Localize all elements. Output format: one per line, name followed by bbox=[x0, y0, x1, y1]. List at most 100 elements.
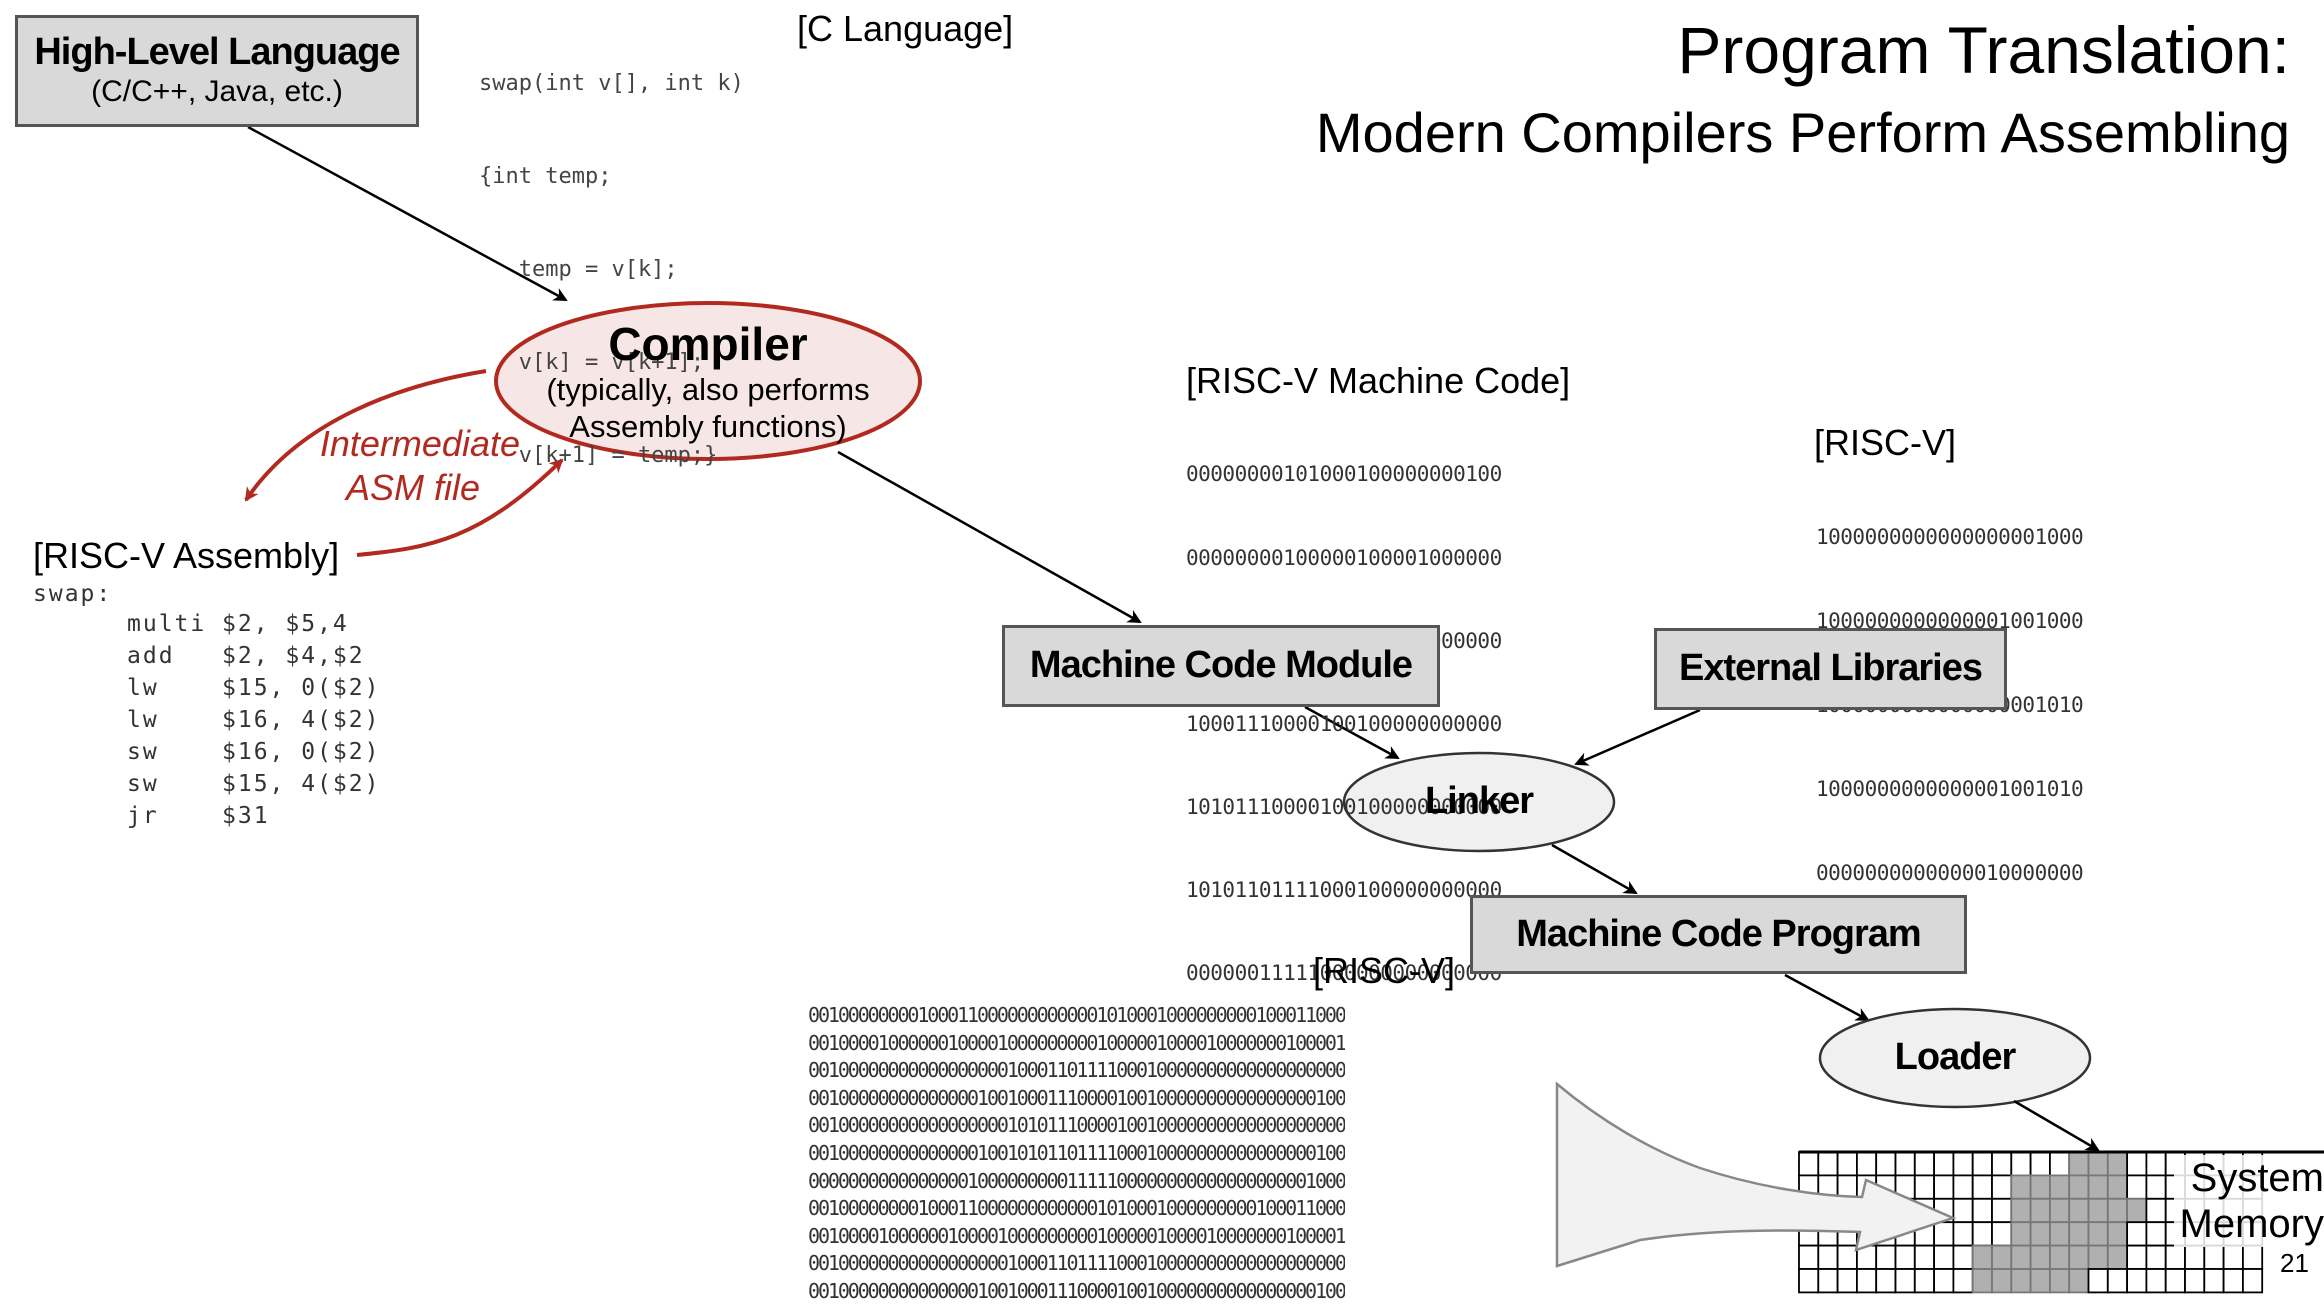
riscv-machine-code-label: [RISC-V Machine Code] bbox=[1186, 360, 1571, 401]
memory-cell-occupied bbox=[2029, 1244, 2051, 1270]
memory-cell-occupied bbox=[1991, 1244, 2013, 1270]
memory-cell-occupied bbox=[2010, 1174, 2032, 1200]
loader-label-wrap: Loader bbox=[1820, 1009, 2090, 1107]
assembly-opcode: jr bbox=[127, 803, 159, 829]
memory-cell bbox=[1798, 1244, 1820, 1270]
machine-code-line: 10001110000100100000000000 bbox=[1186, 711, 1502, 736]
memory-cell-occupied bbox=[2048, 1244, 2071, 1270]
memory-cell-occupied bbox=[2106, 1221, 2129, 1247]
machine-code-module-label: Machine Code Module bbox=[1029, 644, 1413, 687]
memory-cell bbox=[2241, 1268, 2264, 1294]
memory-cell bbox=[1971, 1174, 1993, 1200]
intermediate-asm-label: Intermediate ASM file bbox=[290, 422, 520, 510]
memory-cell bbox=[1875, 1244, 1897, 1270]
high-level-language-box[interactable]: High-Level Language (C/C++, Java, etc.) bbox=[15, 15, 419, 127]
external-code-line: 1000000000000001001010 bbox=[1816, 777, 2084, 801]
load-into-memory-arrow bbox=[1555, 1081, 1957, 1268]
program-code-line: 0010000000000000010010101101111000100000… bbox=[808, 1140, 1345, 1165]
c-code-line: v[k] = v[k+1]; bbox=[479, 350, 705, 375]
program-code-line: 0010000000000000010010001110000100100000… bbox=[808, 1085, 1345, 1110]
compiler-desc-line2: Assembly functions) bbox=[569, 409, 847, 444]
program-code-line: 0010000000000000010010001110000100100000… bbox=[808, 1278, 1345, 1303]
slide-title: Program Translation: bbox=[1677, 13, 2290, 87]
linker-node[interactable] bbox=[1342, 751, 1616, 853]
memory-cell bbox=[2048, 1151, 2071, 1177]
memory-cell bbox=[1991, 1221, 2013, 1247]
memory-cell-occupied bbox=[2087, 1197, 2109, 1224]
memory-cell-occupied bbox=[2048, 1174, 2071, 1200]
compiler-node[interactable] bbox=[494, 301, 922, 461]
memory-cell-occupied bbox=[2068, 1174, 2090, 1200]
memory-cell bbox=[2126, 1268, 2148, 1294]
memory-cell-occupied bbox=[2048, 1268, 2071, 1294]
memory-cell bbox=[2087, 1268, 2109, 1294]
high-level-language-subtitle: (C/C++, Java, etc.) bbox=[91, 74, 343, 108]
memory-cell bbox=[2184, 1244, 2206, 1270]
memory-cell bbox=[1933, 1268, 1955, 1294]
assembly-args: $15, 0($2) bbox=[222, 675, 381, 701]
memory-cell-occupied bbox=[2068, 1197, 2090, 1224]
memory-cell bbox=[1817, 1151, 1839, 1177]
memory-cell bbox=[2145, 1151, 2167, 1177]
program-code-block: 0010000000010001100000000000010100010000… bbox=[808, 1002, 1345, 1306]
memory-cell bbox=[1894, 1244, 1916, 1270]
assembly-opcode: sw bbox=[127, 771, 159, 797]
memory-cell-occupied bbox=[2068, 1244, 2090, 1270]
memory-cell bbox=[1933, 1244, 1955, 1270]
assembly-line: jr $31 bbox=[127, 800, 380, 832]
external-libraries-label: External Libraries bbox=[1678, 647, 1983, 690]
intermediate-line1: Intermediate bbox=[319, 423, 520, 464]
linker-label-wrap: Linker bbox=[1344, 753, 1614, 851]
memory-cell bbox=[1971, 1197, 1993, 1224]
assembly-args: $16, 0($2) bbox=[222, 739, 381, 765]
memory-cell bbox=[2145, 1244, 2167, 1270]
memory-cell bbox=[1856, 1268, 1878, 1294]
c-language-label: [C Language] bbox=[797, 8, 1014, 49]
memory-cell-occupied bbox=[2087, 1244, 2109, 1270]
memory-cell bbox=[1913, 1268, 1936, 1294]
memory-cell-occupied bbox=[2106, 1151, 2129, 1177]
external-code-line: 0000000000000010000000 bbox=[1816, 861, 2084, 885]
loader-node[interactable] bbox=[1818, 1007, 2092, 1109]
program-code-line: 0010000000010001100000000000010100010000… bbox=[808, 1196, 1345, 1221]
machine-code-program-box[interactable]: Machine Code Program bbox=[1470, 895, 1967, 974]
memory-cell bbox=[1952, 1197, 1974, 1224]
arrow-highlevel-to-compiler bbox=[247, 125, 568, 302]
external-libraries-box[interactable]: External Libraries bbox=[1654, 628, 2007, 710]
memory-cell-occupied bbox=[2048, 1221, 2071, 1247]
memory-cell-occupied bbox=[2087, 1174, 2109, 1200]
memory-cell-occupied bbox=[2126, 1197, 2148, 1224]
memory-cell bbox=[2203, 1268, 2225, 1294]
c-code-line: temp = v[k]; bbox=[479, 257, 678, 282]
compiler-label: Compiler (typically, also performs Assem… bbox=[496, 303, 920, 459]
memory-cell bbox=[1913, 1244, 1936, 1270]
riscv-assembly-label: [RISC-V Assembly] bbox=[33, 535, 340, 576]
memory-cell bbox=[1971, 1221, 1993, 1247]
assembly-args: $31 bbox=[222, 803, 270, 829]
c-code-block: swap(int v[], int k) {int temp; temp = v… bbox=[479, 6, 744, 502]
memory-cell bbox=[1836, 1151, 1858, 1177]
machine-code-module-box[interactable]: Machine Code Module bbox=[1002, 625, 1440, 707]
assembly-line: sw$15, 4($2) bbox=[127, 768, 380, 800]
program-code-line: 0010000100000010000100000000010000010000… bbox=[808, 1223, 1345, 1248]
memory-cell bbox=[2145, 1174, 2167, 1200]
memory-cell bbox=[1991, 1151, 2013, 1177]
memory-cell bbox=[1836, 1244, 1858, 1270]
assembly-opcode: multi bbox=[127, 611, 207, 637]
memory-cell bbox=[1952, 1244, 1974, 1270]
program-code-line: 0010000000010001100000000000010100010000… bbox=[808, 1003, 1345, 1027]
external-riscv-label: [RISC-V] bbox=[1814, 422, 1957, 463]
memory-cell bbox=[2164, 1244, 2186, 1270]
memory-cell-occupied bbox=[2087, 1221, 2109, 1247]
memory-cell bbox=[1856, 1151, 1878, 1177]
assembly-line: add$2, $4,$2 bbox=[127, 640, 380, 672]
memory-cell bbox=[1798, 1268, 1820, 1294]
slide-number: 21 bbox=[2280, 1248, 2309, 1278]
memory-cell bbox=[1933, 1174, 1955, 1200]
memory-cell bbox=[1991, 1197, 2013, 1224]
memory-cell bbox=[1933, 1151, 1955, 1177]
arrow-compiler-to-module bbox=[837, 450, 1142, 624]
memory-cell bbox=[1913, 1151, 1936, 1177]
memory-cell bbox=[2126, 1221, 2148, 1247]
memory-cell-occupied bbox=[2029, 1197, 2051, 1224]
